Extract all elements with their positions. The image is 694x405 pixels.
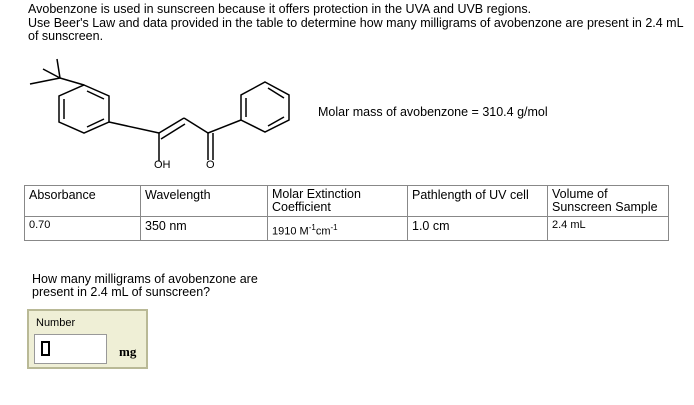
coef-exponent-2: -1	[330, 223, 338, 232]
coef-value: 1910 M	[272, 225, 309, 238]
molar-mass-text: Molar mass of avobenzone = 310.4 g/mol	[318, 105, 548, 119]
unit-label: mg	[119, 344, 137, 359]
answer-panel: Number mg	[27, 309, 148, 369]
data-table: Absorbance Wavelength Molar Extinction C…	[24, 185, 669, 241]
header-wavelength: Wavelength	[140, 185, 268, 217]
table-header-row: Absorbance Wavelength Molar Extinction C…	[24, 185, 669, 217]
text-cursor-icon	[41, 341, 50, 356]
answer-input-container[interactable]	[34, 334, 107, 364]
avobenzone-structure-diagram: OH O	[29, 58, 290, 171]
header-volume-line1: Volume of	[552, 187, 608, 201]
header-volume-line2: Sunscreen Sample	[552, 200, 658, 214]
header-coefficient-line1: Molar Extinction	[272, 187, 361, 201]
coef-exponent-1: -1	[308, 223, 316, 232]
cell-coefficient: 1910 M-1cm-1	[267, 216, 408, 241]
header-coefficient: Molar Extinction Coefficient	[267, 185, 408, 217]
cell-wavelength: 350 nm	[140, 216, 268, 241]
cell-volume: 2.4 mL	[547, 216, 669, 241]
header-pathlength: Pathlength of UV cell	[407, 185, 548, 217]
answer-input[interactable]	[55, 339, 103, 359]
header-absorbance: Absorbance	[24, 185, 141, 217]
problem-statement: Avobenzone is used in sunscreen because …	[28, 2, 688, 44]
header-coefficient-line2: Coefficient	[272, 200, 331, 214]
cell-pathlength: 1.0 cm	[407, 216, 548, 241]
intro-line-1: Avobenzone is used in sunscreen because …	[28, 2, 532, 16]
question-text: How many milligrams of avobenzone are pr…	[32, 272, 258, 299]
coef-unit: cm	[315, 225, 331, 238]
number-label: Number	[36, 317, 76, 329]
oh-label: OH	[154, 159, 171, 171]
cell-absorbance: 0.70	[24, 216, 141, 241]
table-row: 0.70 350 nm 1910 M-1cm-1 1.0 cm 2.4 mL	[24, 216, 669, 241]
header-volume: Volume of Sunscreen Sample	[547, 185, 669, 217]
o-label: O	[206, 159, 215, 171]
intro-line-2: Use Beer's Law and data provided in the …	[28, 15, 684, 43]
